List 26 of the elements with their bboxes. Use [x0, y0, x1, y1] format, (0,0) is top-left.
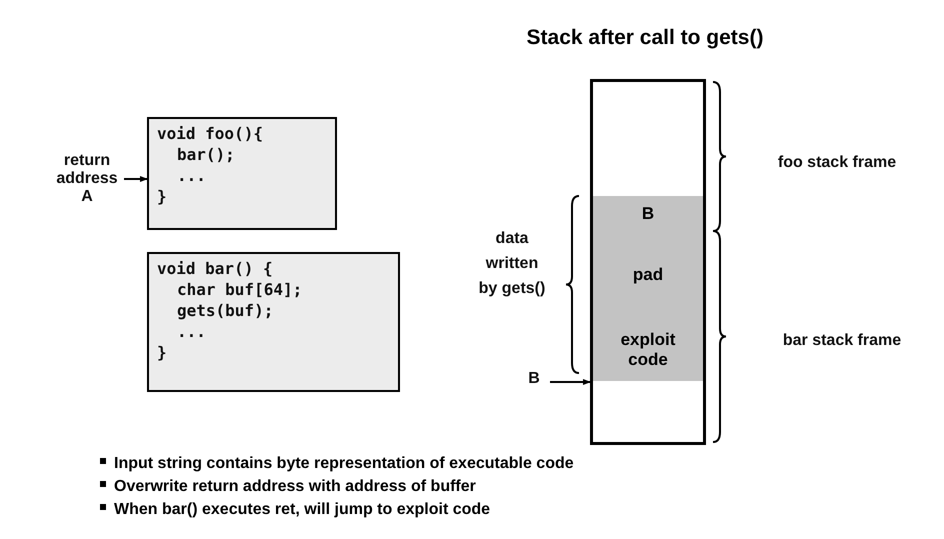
code-line: } — [157, 186, 168, 207]
node-label: return address A — [52, 152, 122, 206]
code-line: } — [157, 342, 168, 363]
bullet-point: Overwrite return address with address of buffer — [114, 478, 476, 495]
node-label: B — [520, 370, 548, 388]
code-line: char buf[64]; — [176, 279, 304, 300]
bullet-point: Input string contains byte representation of executable code — [114, 455, 574, 472]
arrow — [550, 379, 591, 385]
bullet-point: When bar() executes ret, will jump to exploit code — [114, 501, 490, 518]
empty-stack-slot — [590, 381, 706, 445]
stack-slot: pad — [590, 231, 706, 322]
arrow — [124, 176, 148, 182]
frame-label: bar stack frame — [782, 331, 902, 351]
code-line: void foo(){ — [157, 123, 264, 144]
stack-heading: Stack after call to gets() — [526, 26, 764, 50]
code-line: ... — [176, 321, 207, 342]
code-line: bar(); — [176, 144, 236, 165]
code-line: gets(buf); — [176, 300, 274, 321]
code-line: ... — [176, 165, 207, 186]
stack-slot: exploit code — [590, 319, 706, 384]
stack-slot: B — [590, 196, 706, 234]
code-box — [147, 252, 400, 392]
code-line: void bar() { — [157, 258, 274, 279]
brace-label: data written by gets() — [478, 229, 546, 299]
frame-label: foo stack frame — [776, 153, 898, 173]
code-box — [147, 117, 337, 230]
